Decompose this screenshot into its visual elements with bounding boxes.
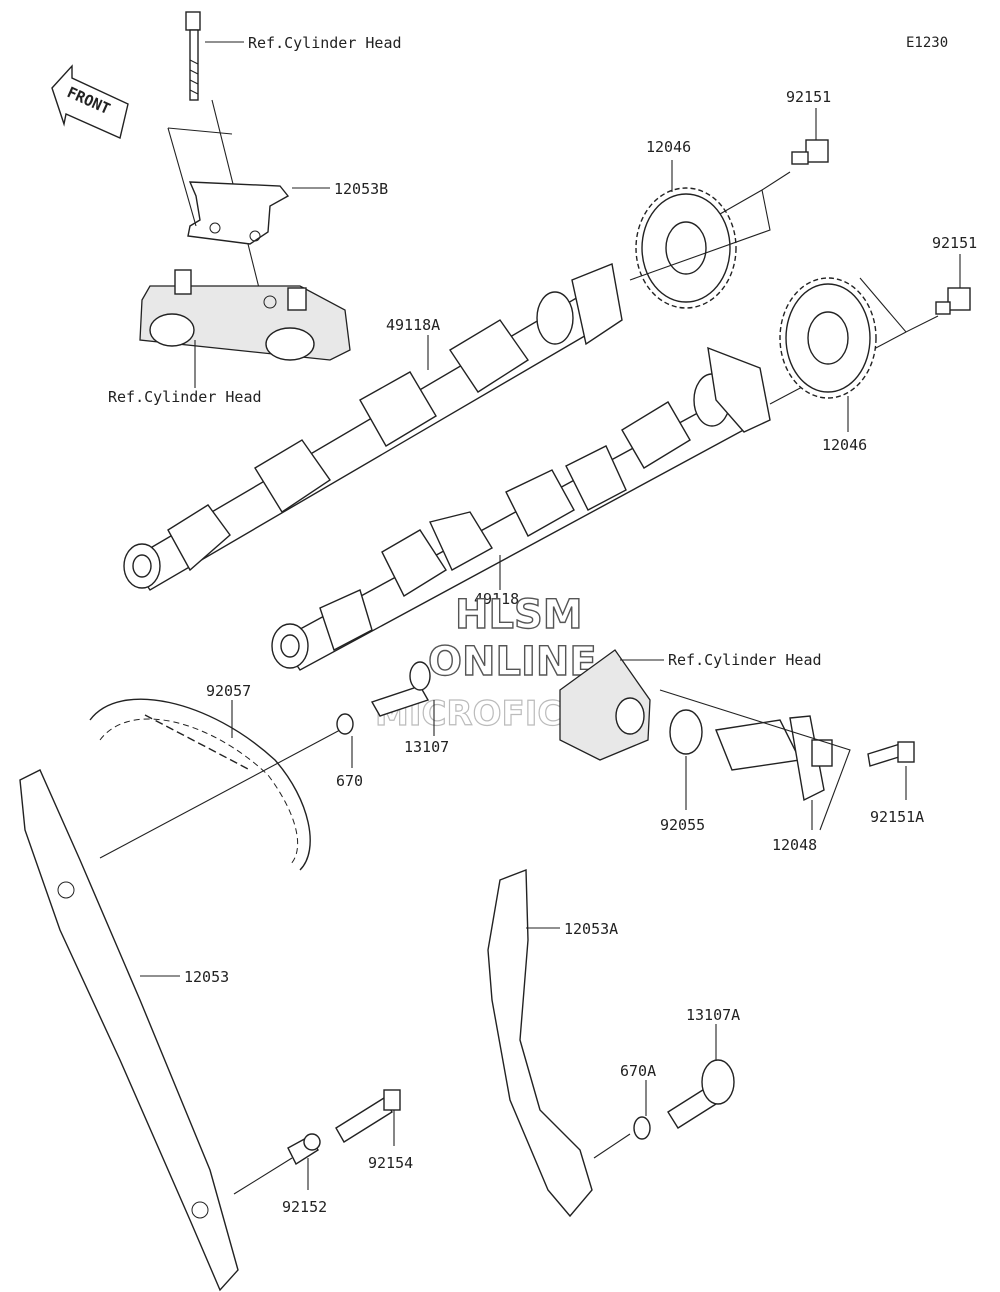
cam-cap-reference bbox=[139, 269, 351, 361]
part-13107A-pivot-bolt bbox=[667, 1059, 735, 1129]
callout-13107A: 13107A bbox=[686, 1006, 740, 1024]
callout-12053A: 12053A bbox=[564, 920, 618, 938]
diagram-code: E1230 bbox=[906, 35, 948, 51]
part-12048-chain-tensioner bbox=[715, 715, 833, 802]
callout-49118A: 49118A bbox=[386, 316, 440, 334]
callout-92151-top: 92151 bbox=[786, 88, 831, 106]
callout-ref-cylinder-head-right: Ref.Cylinder Head bbox=[668, 651, 822, 669]
callout-670: 670 bbox=[336, 772, 363, 790]
part-12053-chain-guide bbox=[19, 769, 239, 1292]
callout-13107: 13107 bbox=[404, 738, 449, 756]
callout-12053B: 12053B bbox=[334, 180, 388, 198]
cylinder-head-reference-right bbox=[559, 649, 651, 761]
part-12046-sprocket-top bbox=[635, 187, 737, 309]
cylinder-head-bolt bbox=[185, 11, 201, 101]
watermark-line1: HLSM bbox=[455, 592, 583, 638]
part-49118A-camshaft bbox=[123, 263, 623, 591]
part-92154-bolt bbox=[335, 1089, 401, 1143]
part-92151-bolt-right bbox=[935, 287, 971, 315]
callout-12046-right: 12046 bbox=[822, 436, 867, 454]
callout-92055: 92055 bbox=[660, 816, 705, 834]
part-670-o-ring bbox=[336, 713, 354, 735]
part-92151-bolt-top bbox=[791, 139, 829, 165]
callout-ref-cylinder-head-top: Ref.Cylinder Head bbox=[248, 34, 402, 52]
callout-92057: 92057 bbox=[206, 682, 251, 700]
part-12053B-bracket bbox=[187, 181, 290, 245]
part-92151A-bolt bbox=[867, 741, 915, 767]
callout-12053: 12053 bbox=[184, 968, 229, 986]
part-92055-gasket bbox=[669, 709, 703, 755]
callout-12048: 12048 bbox=[772, 836, 817, 854]
part-670A-o-ring bbox=[633, 1116, 651, 1140]
watermark-line2: ONLINE bbox=[428, 639, 597, 685]
part-92057-timing-chain bbox=[89, 698, 311, 871]
callout-92154: 92154 bbox=[368, 1154, 413, 1172]
callout-92151-right: 92151 bbox=[932, 234, 977, 252]
callout-12046-top: 12046 bbox=[646, 138, 691, 156]
callout-49118: 49118 bbox=[474, 590, 519, 608]
callout-670A: 670A bbox=[620, 1062, 656, 1080]
part-13107-pivot-bolt bbox=[370, 661, 431, 717]
front-arrow-icon: FRONT bbox=[51, 64, 129, 139]
callout-92151A: 92151A bbox=[870, 808, 924, 826]
part-12053A-chain-guide bbox=[487, 868, 593, 1218]
part-12046-sprocket-right bbox=[779, 277, 877, 399]
callout-92152: 92152 bbox=[282, 1198, 327, 1216]
part-92152-collar bbox=[287, 1133, 321, 1166]
callout-ref-cylinder-head-mid: Ref.Cylinder Head bbox=[108, 388, 262, 406]
part-49118-camshaft bbox=[271, 346, 771, 671]
